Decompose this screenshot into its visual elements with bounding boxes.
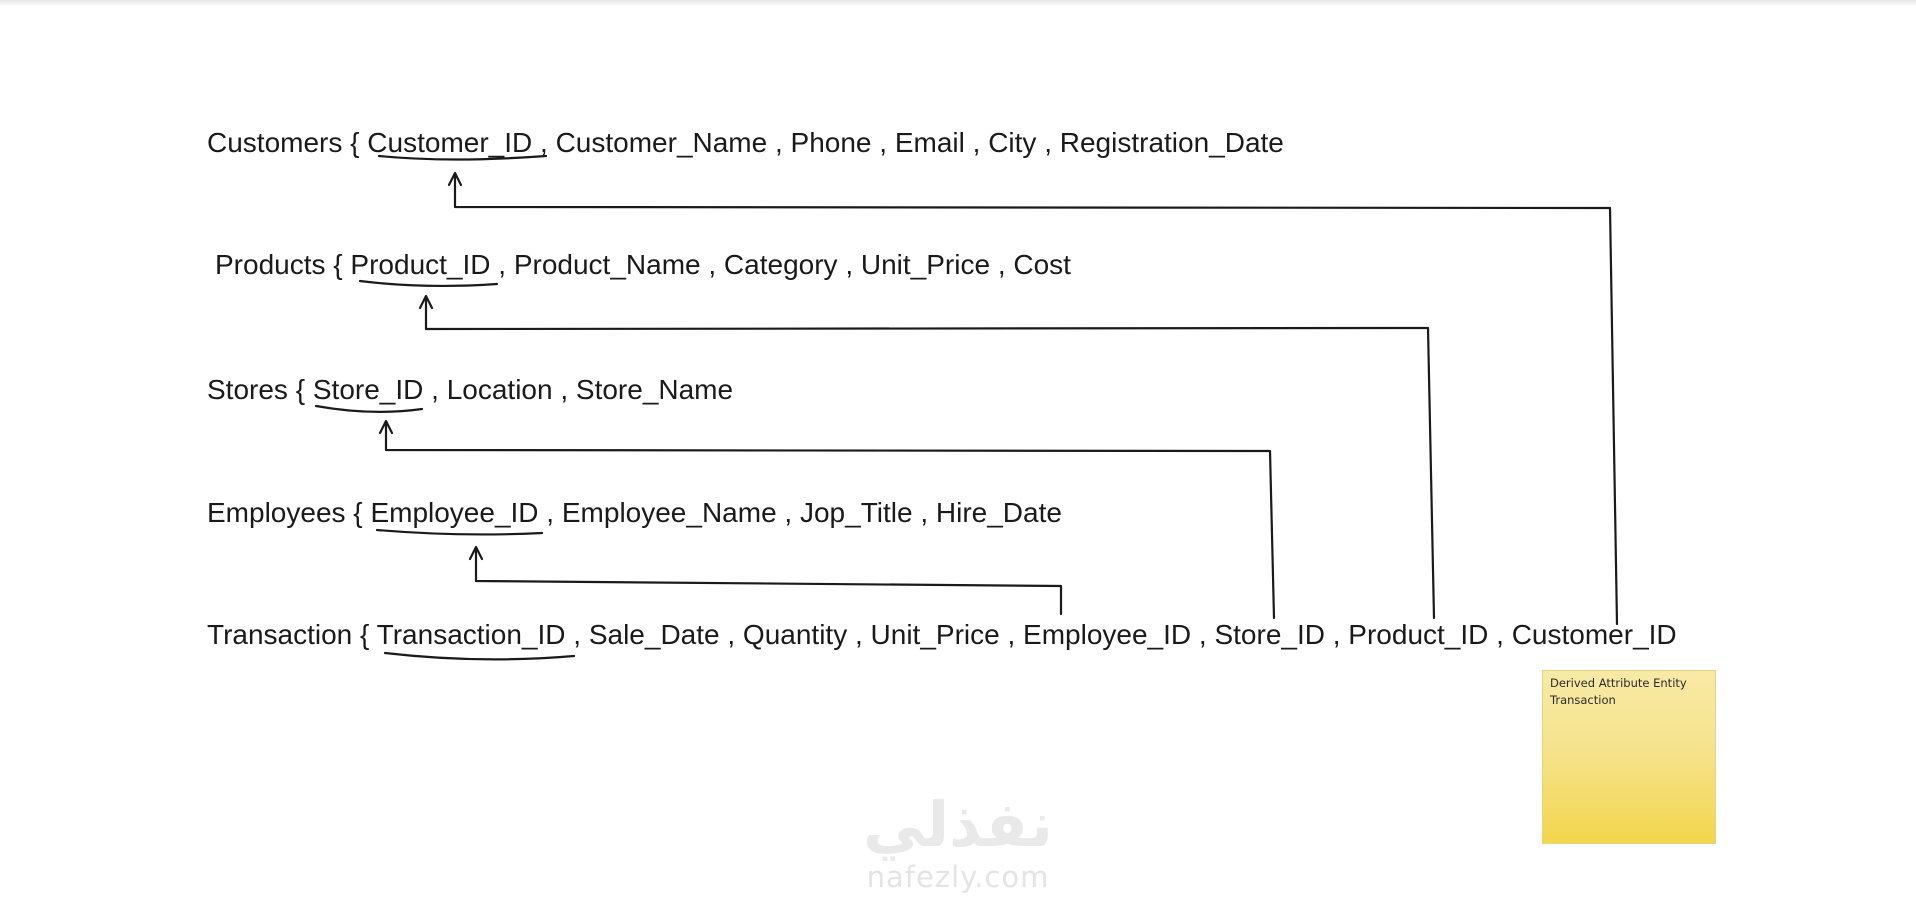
primary-key: Store_ID — [312, 374, 424, 405]
employees-relation: Employees { Employee_ID , Employee_Name … — [207, 496, 1062, 530]
product-id-underline — [358, 279, 499, 288]
products-relation: Products { Product_ID , Product_Name , C… — [215, 248, 1071, 282]
canvas-top-edge — [0, 0, 1916, 6]
customers-relation: Customers { Customer_ID , Customer_Name … — [207, 126, 1284, 160]
watermark-logo: نفذلي — [863, 788, 1053, 861]
stores-relation: Stores { Store_ID , Location , Store_Nam… — [207, 373, 733, 407]
attribute-list: , Location , Store_Name — [423, 374, 734, 405]
primary-key: Customer_ID — [367, 127, 533, 158]
open-brace: { — [295, 374, 306, 405]
fk-store-arrowhead — [378, 419, 394, 435]
open-brace: { — [360, 619, 370, 650]
entity-name: Products — [215, 249, 326, 280]
fk-product-connector — [424, 297, 1436, 620]
sticky-note-line1: Derived Attribute Entity — [1550, 676, 1687, 690]
open-brace: { — [353, 497, 363, 528]
fk-store-connector — [384, 422, 1276, 620]
entity-name: Employees — [207, 497, 346, 528]
entity-name: Customers — [207, 127, 343, 158]
watermark: نفذلي nafezly.com — [848, 790, 1068, 900]
fk-product-arrowhead — [418, 294, 434, 310]
store-id-underline — [314, 404, 424, 413]
transaction-relation: Transaction { Transaction_ID , Sale_Date… — [207, 618, 1677, 652]
entity-name: Transaction — [207, 619, 353, 650]
sticky-note[interactable]: Derived Attribute Entity Transaction — [1542, 670, 1716, 844]
attribute-list: , Sale_Date , Quantity , Unit_Price , Em… — [565, 619, 1677, 650]
fk-customer-connector — [453, 174, 1619, 626]
open-brace: { — [333, 249, 343, 280]
attribute-list: , Customer_Name , Phone , Email , City ,… — [532, 127, 1284, 158]
sticky-note-line2: Transaction — [1550, 693, 1616, 707]
fk-employee-arrowhead — [468, 545, 484, 561]
fk-customer-arrowhead — [447, 171, 463, 187]
primary-key: Transaction_ID — [376, 619, 566, 650]
customer-id-underline — [377, 154, 548, 161]
primary-key: Employee_ID — [370, 497, 539, 528]
transaction-id-underline — [383, 651, 576, 661]
primary-key: Product_ID — [350, 249, 491, 280]
entity-name: Stores — [207, 374, 288, 405]
attribute-list: , Employee_Name , Jop_Title , Hire_Date — [538, 497, 1062, 528]
fk-employee-connector — [474, 548, 1063, 616]
attribute-list: , Product_Name , Category , Unit_Price ,… — [490, 249, 1071, 280]
watermark-text: nafezly.com — [866, 860, 1050, 894]
open-brace: { — [350, 127, 360, 158]
employee-id-underline — [375, 528, 544, 536]
